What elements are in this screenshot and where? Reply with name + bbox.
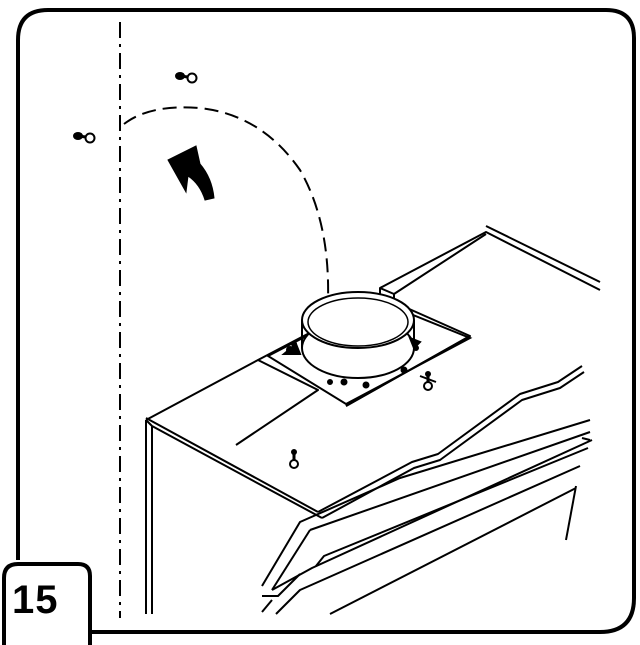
keyhole-slot-icon: [423, 371, 433, 391]
flue-collar: [281, 291, 422, 389]
stove-body: [145, 225, 601, 615]
curved-arrow-icon: [167, 145, 215, 201]
step-number: 15: [12, 578, 59, 622]
wall-plug-icon: [73, 132, 96, 144]
keyhole-slot-icon: [289, 449, 299, 469]
step-frame: [16, 8, 636, 634]
wall-plug-icon: [175, 72, 198, 84]
swing-path: [123, 106, 330, 301]
step-number-box: [2, 562, 92, 645]
